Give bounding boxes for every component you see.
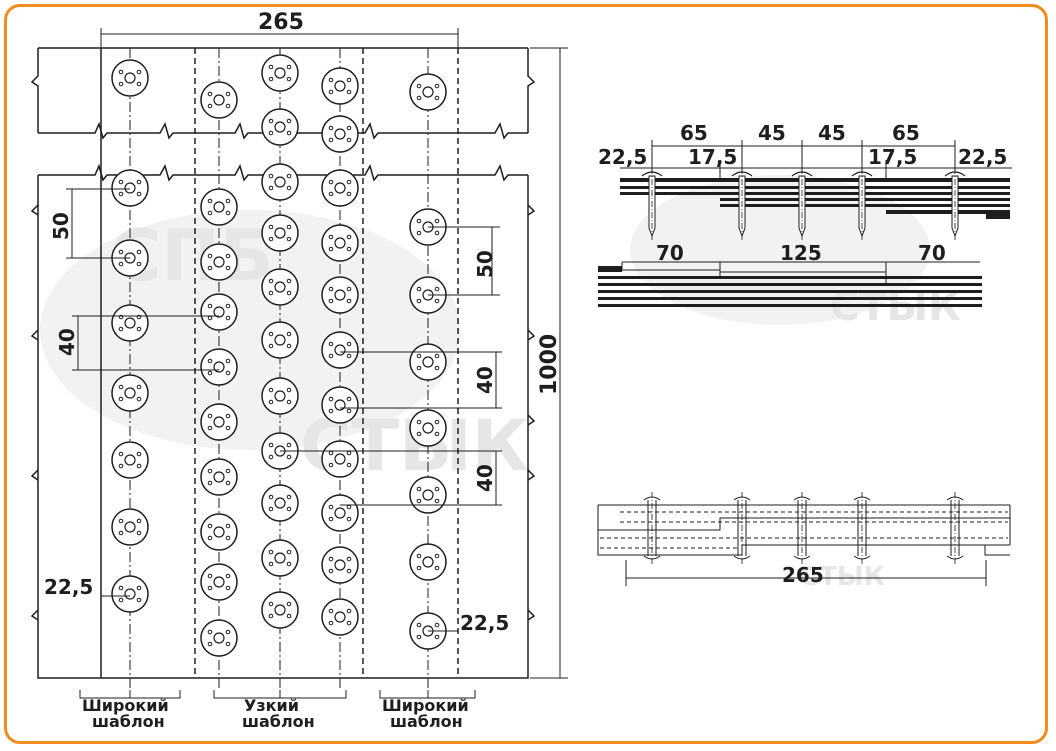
sec-dim-22-5-b: 22,5 (958, 145, 1007, 169)
top-strip-break (38, 121, 528, 140)
fastener-washer (261, 268, 299, 306)
fastener-washer (261, 54, 299, 92)
fastener-washer (321, 67, 359, 105)
fastener-washer (261, 321, 299, 359)
template-label-left-2: шаблон (92, 712, 165, 731)
template-label-center-1: Узкий (244, 696, 299, 715)
fastener-washer (200, 243, 238, 281)
sec-dim-65-a: 65 (680, 121, 708, 145)
fastener-washer (200, 293, 238, 331)
fastener-bracket (793, 492, 811, 566)
fastener-washer (261, 484, 299, 522)
fastener-grid (111, 54, 447, 657)
screw-fastener (791, 168, 813, 240)
sec-overlap-70-b: 70 (918, 241, 946, 265)
right-spacing-low-label: 40 (473, 464, 497, 492)
fastener-washer (200, 81, 238, 119)
fastener-washer (409, 476, 447, 514)
fastener-washer (261, 539, 299, 577)
fastener-washer (261, 591, 299, 629)
fastener-washer (321, 115, 359, 153)
fastener-washer (200, 403, 238, 441)
right-spacing-top-label: 50 (473, 250, 497, 278)
sec-bottom-width-label: 265 (782, 563, 824, 587)
section-bottom (597, 492, 1011, 586)
fastener-washer (409, 73, 447, 111)
fastener-washer (321, 494, 359, 532)
screw-fastener (851, 168, 873, 240)
fastener-washer (321, 276, 359, 314)
fastener-washer (321, 546, 359, 584)
sec-dim-17-5-a: 17,5 (688, 145, 737, 169)
sec-dim-17-5-b: 17,5 (868, 145, 917, 169)
fastener-washer (111, 441, 149, 479)
fastener-washer (409, 343, 447, 381)
fastener-washer (321, 440, 359, 478)
fastener-washer (111, 374, 149, 412)
main-body-outline (37, 175, 529, 679)
fastener-washer (111, 508, 149, 546)
screw-fastener (944, 168, 966, 240)
template-label-right-2: шаблон (390, 712, 463, 731)
template-label-right-1: Широкий (382, 696, 469, 715)
template-label-left-1: Широкий (82, 696, 169, 715)
top-strip-outline (30, 47, 536, 133)
fastener-bracket (643, 492, 661, 566)
plan-width-label: 265 (258, 10, 304, 35)
sec-dim-65-b: 65 (892, 121, 920, 145)
side-break-marks (30, 204, 536, 621)
fastener-washer (200, 458, 238, 496)
fastener-washer (409, 409, 447, 447)
edge-right-label: 22,5 (460, 611, 509, 635)
fastener-washer (261, 214, 299, 252)
fastener-bracket (733, 492, 751, 566)
template-label-center-2: шаблон (242, 712, 315, 731)
watermark-brand-small: СТЫК (800, 562, 885, 592)
fastener-washer (111, 59, 149, 97)
left-spacing-mid-label: 40 (55, 328, 79, 356)
fastener-washer (321, 598, 359, 636)
fastener-washer (200, 188, 238, 226)
fastener-washer (261, 163, 299, 201)
fastener-bracket (853, 492, 871, 566)
orange-frame (4, 4, 1048, 744)
plan-length-label: 1000 (537, 334, 562, 395)
sec-dim-22-5-a: 22,5 (598, 145, 647, 169)
screw-fastener (731, 168, 753, 240)
main-body-break (38, 163, 528, 182)
sec-dim-45-b: 45 (818, 121, 846, 145)
sec-dim-45-a: 45 (758, 121, 786, 145)
fastener-bracket (946, 492, 964, 566)
watermark-ellipse-right (630, 175, 930, 325)
edge-left-label: 22,5 (44, 575, 93, 599)
fastener-washer (111, 575, 149, 613)
plan-dimensions (66, 28, 568, 699)
screw-fastener (641, 168, 663, 240)
fastener-washer (200, 513, 238, 551)
fastener-washer (111, 304, 149, 342)
sec-overlap-70-a: 70 (656, 241, 684, 265)
fastener-washer (261, 108, 299, 146)
fastener-washer (321, 224, 359, 262)
fastener-washer (200, 348, 238, 386)
fastener-washer (200, 619, 238, 657)
fastener-washer (261, 377, 299, 415)
fastener-washer (321, 169, 359, 207)
fastener-washer (321, 331, 359, 369)
fastener-washer (200, 563, 238, 601)
fastener-washer (111, 169, 149, 207)
right-spacing-mid-label: 40 (473, 366, 497, 394)
fastener-washer (321, 386, 359, 424)
section-top (598, 140, 1012, 307)
sec-overlap-125: 125 (780, 241, 822, 265)
fastener-washer (409, 543, 447, 581)
left-spacing-top-label: 50 (49, 212, 73, 240)
watermark-group: СПБ СТЫК СТЫК СТЫК (40, 175, 961, 592)
